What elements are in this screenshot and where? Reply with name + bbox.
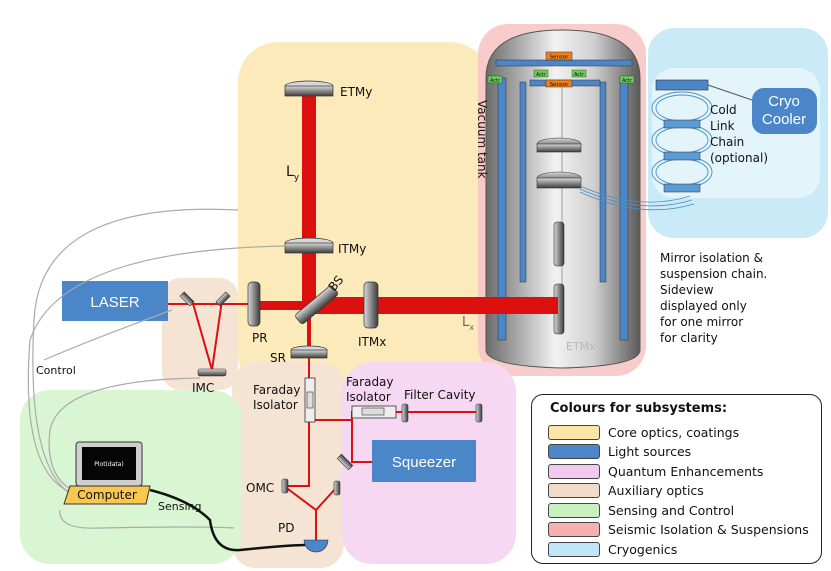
faraday-left-2: Isolator — [253, 398, 298, 412]
imc-mirror-bottom — [197, 368, 227, 377]
legend-label: Auxiliary optics — [608, 483, 704, 498]
cryo-cooler-box — [752, 88, 817, 134]
pr-label: PR — [252, 331, 268, 345]
legend-swatch — [548, 522, 600, 537]
legend-swatch — [548, 541, 600, 557]
note-line-5: for one mirror — [660, 315, 743, 329]
laser-box — [62, 281, 168, 321]
itmy-label: ITMy — [338, 242, 366, 256]
legend-swatch — [548, 483, 600, 498]
filter-cavity-mirror-right — [475, 403, 483, 423]
sensing-cable — [149, 488, 306, 552]
pd-label: PD — [278, 521, 294, 535]
mirror-itmy — [284, 237, 334, 254]
ly-label: Ly — [286, 164, 300, 183]
control-label: Control — [36, 364, 76, 377]
computer-label: Computer — [77, 488, 137, 502]
cryo-link-bar — [655, 79, 709, 91]
beam-splitter — [295, 285, 339, 324]
filter-cavity-mirror-left — [401, 403, 409, 423]
sensor-top — [545, 51, 573, 61]
faraday-left-1: Faraday — [253, 383, 301, 397]
squeezer-label: Squeezer — [392, 454, 456, 471]
legend-item: Sensing and Control — [548, 501, 734, 519]
laser-label: LASER — [90, 294, 139, 311]
lx-label: Lx — [462, 315, 474, 332]
cryo-cooler-label-1: Cryo — [768, 93, 800, 110]
actr-label-4: Actr — [622, 78, 633, 84]
legend-swatch — [548, 463, 600, 479]
mirror-sr — [290, 345, 328, 359]
legend-item: Quantum Enhancements — [548, 462, 763, 480]
beam-pr-bs — [250, 301, 312, 310]
itmx-label: ITMx — [358, 335, 386, 349]
beam-y-arm — [302, 92, 316, 308]
actr-label-3: Actr — [574, 72, 585, 78]
legend-item: Seismic Isolation & Suspensions — [548, 521, 809, 539]
cryo-cooler-label-2: Cooler — [762, 111, 806, 128]
mirror-etmy — [284, 80, 334, 97]
photodetector — [303, 539, 329, 553]
note-line-6: for clarity — [660, 331, 718, 345]
sensing-label: Sensing — [158, 500, 201, 513]
imc-label: IMC — [192, 381, 214, 395]
omc-label: OMC — [246, 481, 274, 495]
beam-x-arm — [308, 297, 558, 314]
sensor-mid-label: Sensor — [550, 82, 570, 88]
legend-swatch — [548, 502, 600, 518]
computer-screen — [82, 447, 136, 480]
mirror-pr — [247, 281, 261, 327]
cold-link-label-3: Chain — [710, 135, 744, 149]
legend-swatch — [548, 424, 600, 440]
cold-link-label-1: Cold — [710, 103, 737, 117]
legend-label: Light sources — [608, 444, 692, 459]
sensor-mid — [545, 79, 573, 88]
legend-label: Cryogenics — [608, 541, 678, 557]
faraday-right-2: Isolator — [346, 390, 391, 404]
squeezer-box — [372, 440, 476, 482]
legend-label: Sensing and Control — [608, 502, 735, 518]
vacuum-tank-label: Vacuum tank — [475, 100, 489, 179]
filter-cavity-label: Filter Cavity — [404, 388, 476, 402]
legend-label: Seismic Isolation & Suspensions — [608, 522, 809, 537]
cold-link-label-2: Link — [710, 119, 735, 133]
beam-sr — [307, 308, 311, 358]
sensor-top-label: Sensor — [550, 55, 570, 61]
note-line-1: Mirror isolation & — [660, 251, 763, 265]
faraday-right-1: Faraday — [346, 375, 394, 389]
legend-item: Light sources — [548, 443, 691, 461]
legend-item: Auxiliary optics — [548, 482, 704, 500]
computer-base — [63, 485, 151, 505]
note-line-3: Sideview — [660, 283, 714, 297]
omc-mirror-left — [281, 478, 289, 494]
legend-item: Cryogenics — [548, 540, 677, 558]
screen-text: Plot(data) — [94, 461, 124, 468]
legend-label: Core optics, coatings — [608, 424, 740, 440]
etmx-label: ETMx — [566, 340, 596, 353]
legend-title: Colours for subsystems: — [550, 401, 728, 416]
beam-squeezer — [351, 420, 372, 463]
cold-link-label-4: (optional) — [710, 151, 768, 165]
etmy-label: ETMy — [340, 85, 372, 99]
imc-mirror-right — [215, 291, 231, 307]
legend-swatch — [548, 444, 600, 459]
legend-label: Quantum Enhancements — [608, 463, 764, 479]
beam-omc — [281, 420, 337, 540]
actr-label-2: Actr — [536, 72, 547, 78]
control-cables — [27, 208, 287, 529]
note-line-2: suspension chain. — [660, 267, 767, 281]
legend-item: Core optics, coatings — [548, 423, 739, 441]
imc-mirror-left — [179, 291, 195, 307]
mirror-itmx — [363, 281, 379, 329]
sr-label: SR — [270, 351, 286, 365]
actr-label-1: Actr — [490, 78, 501, 84]
omc-mirror-right — [333, 480, 341, 496]
region-aux-imc — [162, 278, 238, 390]
legend: Colours for subsystems: Core optics, coa… — [531, 394, 822, 564]
note-line-4: displayed only — [660, 299, 747, 313]
